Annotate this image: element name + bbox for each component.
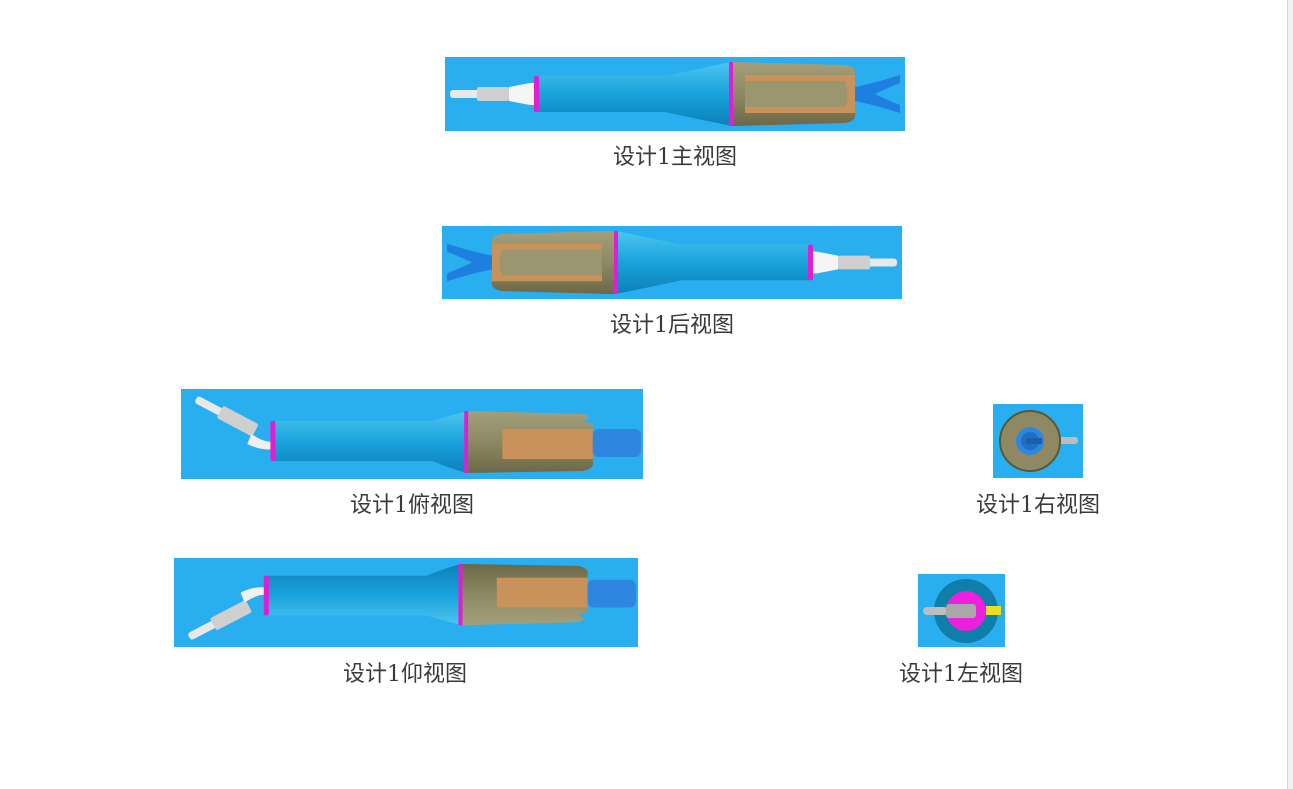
bottom-view-image [174, 558, 638, 647]
front-view-caption: 设计1主视图 [613, 145, 737, 170]
vertical-scrollbar[interactable] [1287, 0, 1293, 789]
bottom-view-caption: 设计1仰视图 [343, 662, 467, 687]
top-view-image [181, 389, 643, 479]
right-view-image [993, 404, 1083, 478]
front-view-image [445, 57, 905, 131]
left-view-caption: 设计1左视图 [899, 662, 1023, 687]
top-view-caption: 设计1俯视图 [350, 493, 474, 518]
right-view-caption: 设计1右视图 [976, 493, 1100, 518]
left-view-image [918, 574, 1005, 647]
back-view-caption: 设计1后视图 [610, 313, 734, 338]
back-view-image [442, 226, 902, 299]
